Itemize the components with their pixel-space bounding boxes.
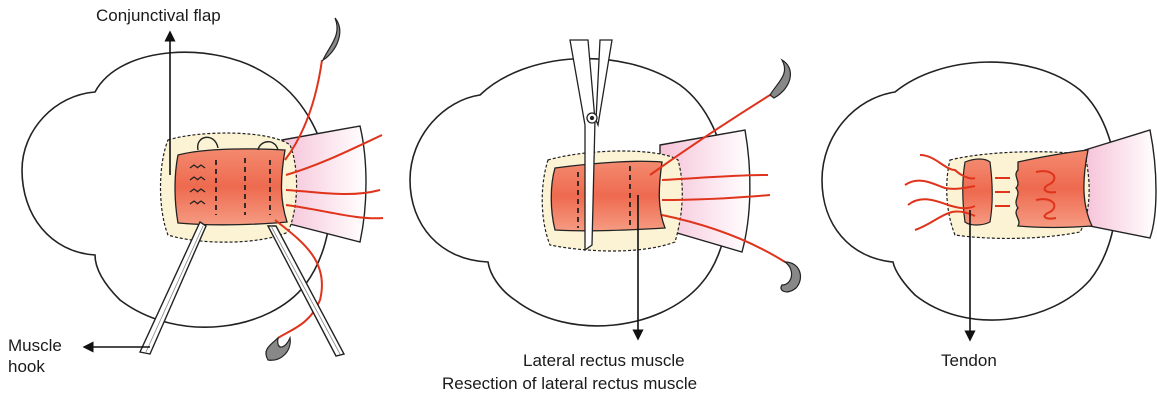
panel-3 [822,62,1156,336]
tendon-fan-3 [1085,130,1156,238]
figure-caption: Resection of lateral rectus muscle [442,374,697,393]
label-muscle-hook-line1: Muscle [8,336,62,355]
label-muscle-hook-line2: hook [8,357,45,376]
muscle-2 [551,161,665,231]
tendon-stump [963,159,993,225]
needle-icon-2a [770,60,790,98]
muscle-3 [1016,150,1092,228]
needle-icon-1b [266,338,290,360]
label-tendon: Tendon [941,351,997,370]
label-lateral-rectus-muscle: Lateral rectus muscle [523,351,685,370]
panel-2 [410,40,800,335]
needle-icon-2b [781,262,801,292]
needle-icon-1a [323,18,340,60]
panel-1 [22,18,383,360]
label-conjunctival-flap: Conjunctival flap [96,6,221,25]
